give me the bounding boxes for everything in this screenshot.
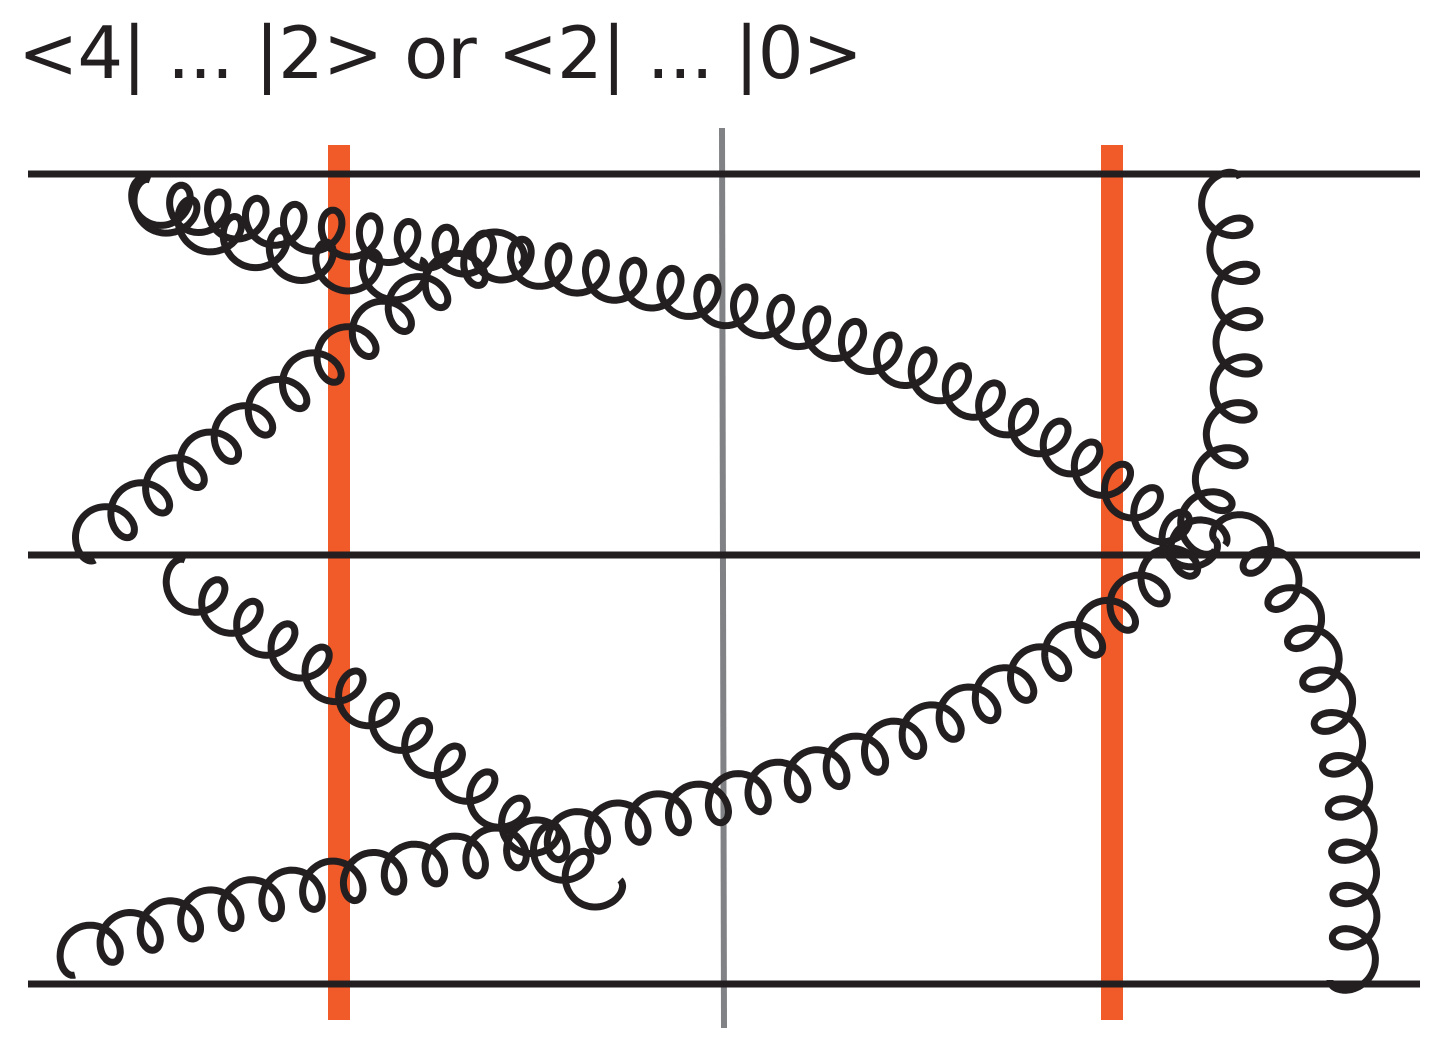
gluon-right-lower-vertical (1209, 511, 1381, 994)
gluons-layer (56, 168, 1381, 994)
diagram-title: <4| ... |2> or <2| ... |0> (18, 11, 863, 95)
center-cut-line (719, 127, 727, 1029)
gluon-right-upper-vertical (1177, 168, 1264, 558)
cuts-layer (328, 127, 1123, 1029)
gluon-middle-left-up (72, 228, 528, 565)
gluon-middle-left-down (162, 555, 627, 911)
gluon-top-left-short (130, 175, 430, 304)
gluon-bottom-long-arc (56, 516, 1231, 979)
gluon-top-long-arc (128, 174, 1221, 571)
